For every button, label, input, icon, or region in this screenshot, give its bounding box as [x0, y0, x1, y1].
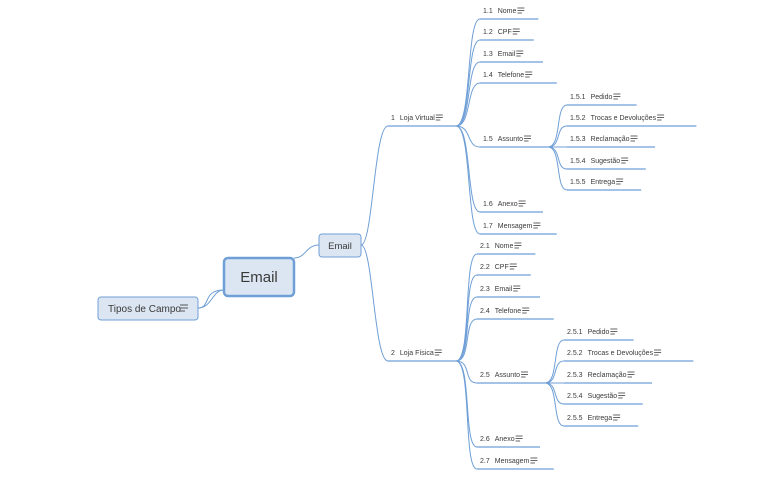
notes-icon — [618, 392, 626, 399]
notes-icon — [627, 371, 635, 378]
notes-icon — [518, 200, 526, 207]
connectors — [197, 18, 568, 470]
notes-icon — [513, 285, 521, 292]
notes-icon — [533, 222, 541, 229]
notes-icon — [522, 307, 530, 314]
notes-icon — [613, 414, 621, 421]
hub-topic[interactable]: Email — [318, 233, 362, 258]
topic-tipos-de-campo-label: Tipos de Campo — [108, 304, 181, 315]
notes-icon — [180, 304, 188, 312]
notes-icon — [516, 50, 524, 57]
notes-icon — [530, 457, 538, 464]
notes-icon — [524, 135, 532, 142]
notes-icon — [525, 71, 533, 78]
root-topic[interactable]: Email — [222, 256, 296, 298]
hub-topic-label: Email — [328, 241, 352, 252]
notes-icon — [621, 157, 629, 164]
notes-icon — [515, 435, 523, 442]
topic-tipos-de-campo[interactable]: Tipos de Campo — [97, 296, 199, 321]
notes-icon — [610, 328, 618, 335]
notes-icon — [654, 349, 662, 356]
notes-icon — [509, 263, 517, 270]
notes-icon — [616, 178, 624, 185]
notes-icon — [521, 371, 529, 378]
notes-icon — [657, 114, 665, 121]
root-topic-label: Email — [240, 269, 278, 286]
notes-icon — [514, 242, 522, 249]
notes-icon — [630, 135, 638, 142]
notes-icon — [512, 28, 520, 35]
notes-icon — [517, 7, 525, 14]
notes-icon — [434, 349, 442, 356]
notes-icon — [435, 114, 443, 121]
notes-icon — [613, 93, 621, 100]
